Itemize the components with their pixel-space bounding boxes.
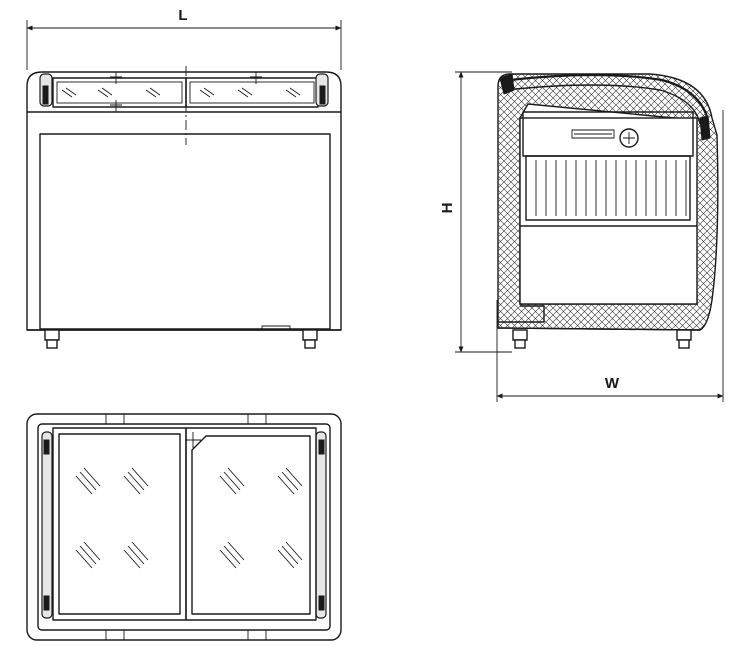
height-dimension: H [439, 71, 512, 353]
front-view: L [26, 7, 342, 349]
top-handles [41, 431, 327, 619]
front-body [26, 71, 342, 331]
front-lid [39, 72, 329, 112]
width-label: W [605, 375, 620, 392]
top-body [26, 413, 342, 641]
basket-grid [535, 160, 687, 216]
length-label: L [178, 7, 187, 24]
side-view: H W [439, 71, 724, 402]
width-dimension: W [496, 110, 724, 402]
side-lid [499, 73, 711, 141]
front-panel [39, 133, 331, 330]
side-feet [512, 329, 692, 349]
front-feet [44, 325, 318, 349]
length-dimension: L [26, 7, 342, 70]
top-view [26, 413, 342, 641]
height-label: H [439, 203, 456, 214]
right-glass-door [185, 427, 317, 621]
inner-cavity [519, 111, 698, 305]
left-glass-door [52, 427, 187, 621]
